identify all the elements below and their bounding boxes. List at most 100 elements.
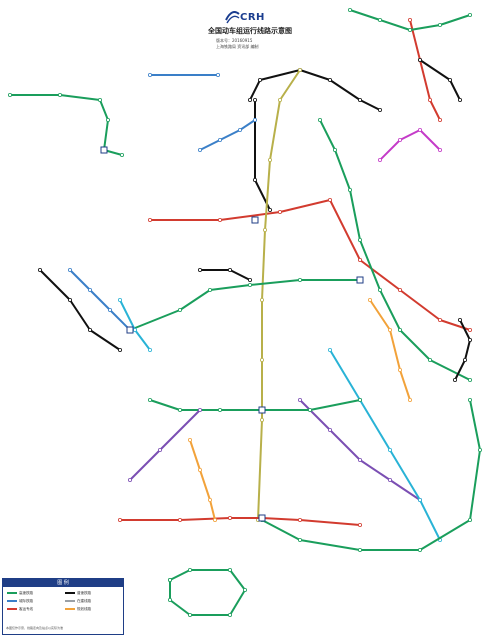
transfer-station-icon bbox=[100, 146, 108, 154]
map-header: CRH 全国动车组运行线路示意图 版本号：20160915 上海铁路局 资讯部 … bbox=[180, 4, 320, 56]
station-marker-icon bbox=[227, 516, 232, 521]
station-marker-icon bbox=[127, 477, 132, 482]
station-marker-icon bbox=[247, 277, 252, 282]
station-marker-icon bbox=[297, 277, 302, 282]
logo-text: CRH bbox=[240, 12, 265, 23]
station-marker-icon bbox=[252, 98, 257, 103]
station-marker-icon bbox=[118, 518, 123, 523]
station-marker-icon bbox=[259, 297, 264, 302]
station-marker-icon bbox=[387, 327, 392, 332]
station-marker-icon bbox=[118, 297, 123, 302]
station-marker-icon bbox=[377, 287, 382, 292]
line-magenta bbox=[379, 129, 441, 161]
station-marker-icon bbox=[88, 287, 93, 292]
station-marker-icon bbox=[407, 397, 412, 402]
station-marker-icon bbox=[267, 157, 272, 162]
station-marker-icon bbox=[307, 407, 312, 412]
station-marker-icon bbox=[467, 12, 472, 17]
station-marker-icon bbox=[427, 357, 432, 362]
station-marker-icon bbox=[247, 98, 252, 103]
line-purple bbox=[299, 399, 421, 501]
line-green-main bbox=[10, 94, 123, 156]
station-marker-icon bbox=[317, 118, 322, 123]
meta-line-version: 版本号：20160915 bbox=[216, 38, 253, 43]
station-marker-icon bbox=[357, 257, 362, 262]
station-marker-icon bbox=[167, 598, 172, 603]
station-marker-icon bbox=[407, 27, 412, 32]
station-marker-icon bbox=[120, 152, 125, 157]
station-marker-icon bbox=[38, 267, 43, 272]
station-marker-icon bbox=[477, 447, 482, 452]
transfer-station-icon bbox=[251, 216, 259, 224]
station-marker-icon bbox=[417, 58, 422, 63]
station-marker-icon bbox=[177, 518, 182, 523]
station-marker-icon bbox=[357, 457, 362, 462]
station-marker-icon bbox=[187, 568, 192, 573]
station-marker-icon bbox=[327, 427, 332, 432]
station-marker-icon bbox=[437, 317, 442, 322]
station-marker-icon bbox=[227, 613, 232, 618]
line-green-main bbox=[169, 569, 246, 616]
station-marker-icon bbox=[257, 78, 262, 83]
line-olive bbox=[257, 69, 301, 521]
station-marker-icon bbox=[217, 407, 222, 412]
meta-line-author: 上海铁路局 资讯部 编制 bbox=[216, 44, 259, 49]
station-marker-icon bbox=[397, 287, 402, 292]
station-marker-icon bbox=[237, 127, 242, 132]
station-marker-icon bbox=[467, 377, 472, 382]
station-marker-icon bbox=[147, 347, 152, 352]
station-marker-icon bbox=[437, 147, 442, 152]
legend-item: 规划线路 bbox=[65, 607, 91, 612]
station-marker-icon bbox=[357, 397, 362, 402]
transfer-station-icon bbox=[356, 276, 364, 284]
line-cyan bbox=[329, 349, 441, 541]
station-marker-icon bbox=[457, 98, 462, 103]
legend-item: 在建线路 bbox=[65, 599, 91, 604]
transfer-station-icon bbox=[126, 326, 134, 334]
station-marker-icon bbox=[215, 73, 220, 78]
station-marker-icon bbox=[452, 377, 457, 382]
station-marker-icon bbox=[377, 157, 382, 162]
station-marker-icon bbox=[187, 613, 192, 618]
station-marker-icon bbox=[437, 22, 442, 27]
station-marker-icon bbox=[387, 477, 392, 482]
station-marker-icon bbox=[467, 518, 472, 523]
station-marker-icon bbox=[227, 267, 232, 272]
station-marker-icon bbox=[267, 207, 272, 212]
transfer-station-icon bbox=[258, 406, 266, 414]
station-marker-icon bbox=[147, 73, 152, 78]
line-green-main bbox=[149, 399, 361, 411]
station-marker-icon bbox=[157, 447, 162, 452]
legend-item: 城际铁路 bbox=[7, 599, 33, 604]
station-marker-icon bbox=[387, 447, 392, 452]
station-marker-icon bbox=[277, 98, 282, 103]
station-marker-icon bbox=[327, 347, 332, 352]
station-marker-icon bbox=[462, 357, 467, 362]
station-marker-icon bbox=[197, 267, 202, 272]
crh-logo-icon bbox=[225, 11, 240, 24]
line-black bbox=[39, 269, 121, 351]
station-marker-icon bbox=[197, 467, 202, 472]
line-red bbox=[409, 19, 441, 121]
line-blue bbox=[69, 269, 131, 331]
station-marker-icon bbox=[457, 317, 462, 322]
station-marker-icon bbox=[417, 497, 422, 502]
line-black bbox=[454, 319, 471, 381]
line-red bbox=[120, 517, 361, 526]
station-marker-icon bbox=[397, 367, 402, 372]
station-marker-icon bbox=[147, 397, 152, 402]
station-marker-icon bbox=[207, 497, 212, 502]
station-marker-icon bbox=[106, 118, 111, 123]
station-marker-icon bbox=[242, 588, 247, 593]
station-marker-icon bbox=[68, 297, 73, 302]
legend-item: 客运专线 bbox=[7, 607, 33, 612]
station-marker-icon bbox=[187, 437, 192, 442]
map-meta: 版本号：20160915 上海铁路局 资讯部 编制 bbox=[216, 38, 259, 50]
station-marker-icon bbox=[7, 93, 12, 98]
station-marker-icon bbox=[357, 548, 362, 553]
legend-heading: 图 例 bbox=[3, 579, 123, 587]
station-marker-icon bbox=[252, 177, 257, 182]
station-marker-icon bbox=[332, 147, 337, 152]
station-marker-icon bbox=[217, 217, 222, 222]
line-blue bbox=[199, 119, 256, 151]
